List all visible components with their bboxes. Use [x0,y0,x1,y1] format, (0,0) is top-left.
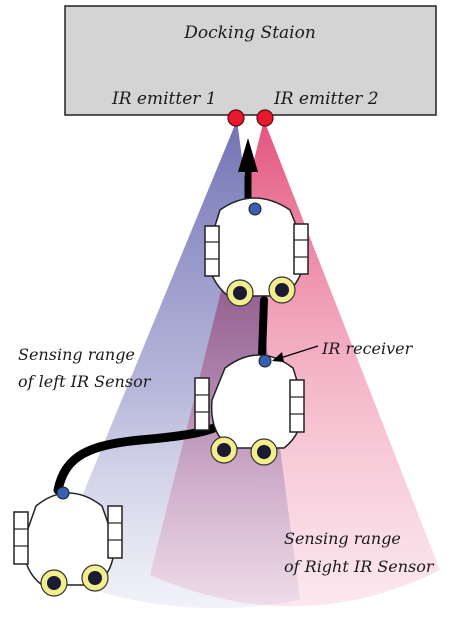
right-range-label-line1: Sensing range [284,529,401,548]
docking-station: Docking Staion IR emitter 1 IR emitter 2 [64,5,437,116]
docking-path [53,138,268,495]
emitter-1-label: IR emitter 1 [111,89,217,109]
station-title: Docking Staion [183,23,316,43]
ir-receiver-label: IR receiver [321,339,414,358]
ir-receiver-sensor [56,486,70,500]
robot-middle [194,354,305,466]
right-sensor-range [150,120,440,607]
ir-receiver-sensor [258,354,272,368]
ir-emitter-1 [227,109,245,127]
robot-bottom [13,486,123,597]
robot-top [204,197,309,307]
left-range-label-line1: Sensing range [18,345,135,364]
ir-receiver-callout: IR receiver [272,339,414,362]
ir-emitter-2 [256,109,274,127]
left-range-label-line2: of left IR Sensor [18,372,152,391]
callout-arrow-icon [272,352,284,362]
right-range-label-line2: of Right IR Sensor [284,557,435,576]
arrow-head-icon [238,138,258,172]
ir-receiver-sensor [248,202,262,216]
emitter-2-label: IR emitter 2 [273,89,379,109]
